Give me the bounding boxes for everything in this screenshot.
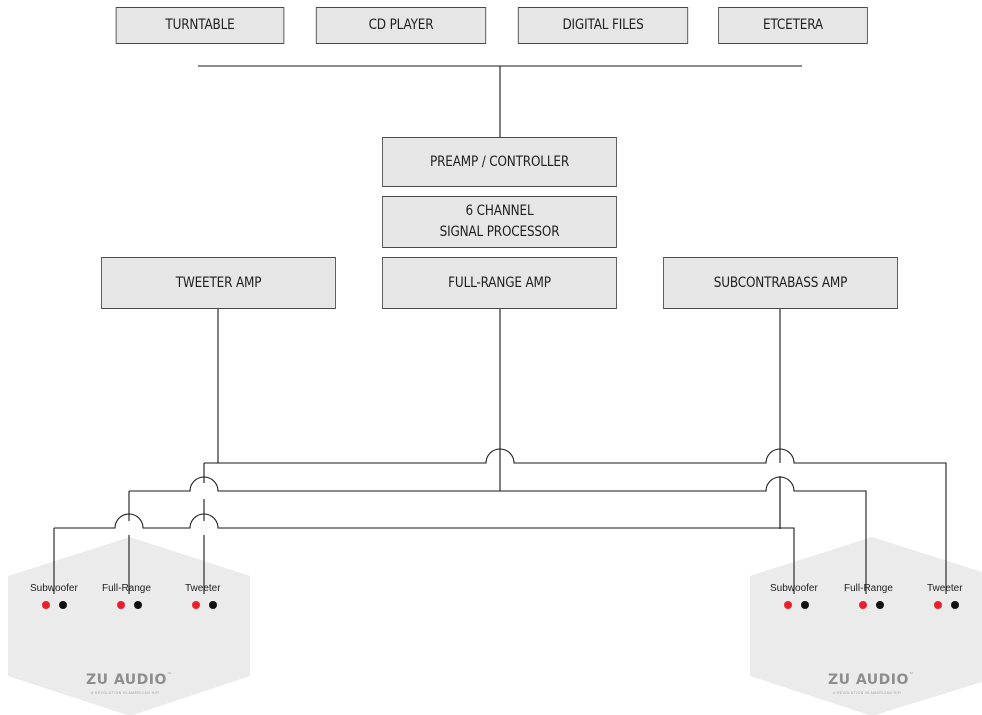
left-tweet-positive-terminal <box>192 601 200 609</box>
left-speaker-brand-text: ZU AUDIO <box>86 672 167 688</box>
fullrange-amp-label: FULL-RANGE AMP <box>448 274 551 291</box>
right-speaker-cabinet <box>750 537 982 715</box>
left-sub-negative-terminal <box>59 601 67 609</box>
signal-processor-line1: 6 CHANNEL <box>465 203 534 219</box>
left-full-positive-terminal <box>117 601 125 609</box>
source-box-etcetera: ETCETERA <box>718 7 868 44</box>
right-speaker-brand-text: ZU AUDIO <box>828 672 909 688</box>
fullrange-bus <box>129 476 867 594</box>
source-label-etcetera: ETCETERA <box>763 17 823 33</box>
source-box-cd-player: CD PLAYER <box>315 7 487 44</box>
right-tweet-negative-terminal <box>951 601 959 609</box>
right-speaker-fullrange-label: Full-Range <box>844 583 893 594</box>
preamp-controller-label: PREAMP / CONTROLLER <box>429 153 570 170</box>
left-speaker-brand-logo: ZU AUDIO™ <box>86 672 172 688</box>
left-speaker-subwoofer-label: Subwoofer <box>30 583 78 594</box>
left-speaker-tagline: A REVOLUTION IN AMERICAN HIFI <box>91 691 160 695</box>
right-full-negative-terminal <box>876 601 884 609</box>
right-full-positive-terminal <box>859 601 867 609</box>
preamp-controller-box: PREAMP / CONTROLLER <box>382 137 617 187</box>
right-speaker-brand-logo: ZU AUDIO™ <box>828 672 914 688</box>
left-speaker-tweeter-label: Tweeter <box>185 583 221 594</box>
fullrange-amp-box: FULL-RANGE AMP <box>382 257 617 309</box>
right-sub-positive-terminal <box>784 601 792 609</box>
subcontrabass-amp-label: SUBCONTRABASS AMP <box>713 274 848 291</box>
right-speaker-trademark: ™ <box>908 672 915 678</box>
left-speaker-cabinet <box>8 537 250 715</box>
right-speaker-tagline: A REVOLUTION IN AMERICAN HIFI <box>833 691 902 695</box>
tweeter-amp-label: TWEETER AMP <box>175 274 262 291</box>
right-speaker-subwoofer-label: Subwoofer <box>770 583 818 594</box>
left-speaker-fullrange-label: Full-Range <box>102 583 151 594</box>
left-full-negative-terminal <box>134 601 142 609</box>
left-tweet-negative-terminal <box>209 601 217 609</box>
source-box-turntable: TURNTABLE <box>115 7 285 44</box>
left-speaker-trademark: ™ <box>166 672 173 678</box>
right-sub-negative-terminal <box>801 601 809 609</box>
signal-processor-line2: SIGNAL PROCESSOR <box>439 224 560 240</box>
right-speaker-tweeter-label: Tweeter <box>927 583 963 594</box>
subwoofer-bus <box>54 513 795 594</box>
source-label-turntable: TURNTABLE <box>165 17 235 33</box>
subcontrabass-amp-box: SUBCONTRABASS AMP <box>663 257 898 309</box>
tweeter-bus <box>204 448 947 594</box>
source-box-digital-files: DIGITAL FILES <box>517 7 689 44</box>
source-label-cd-player: CD PLAYER <box>368 17 434 33</box>
left-sub-positive-terminal <box>42 601 50 609</box>
tweeter-amp-box: TWEETER AMP <box>101 257 336 309</box>
right-tweet-positive-terminal <box>934 601 942 609</box>
signal-processor-box: 6 CHANNEL SIGNAL PROCESSOR <box>382 196 617 248</box>
source-label-digital-files: DIGITAL FILES <box>562 17 644 33</box>
